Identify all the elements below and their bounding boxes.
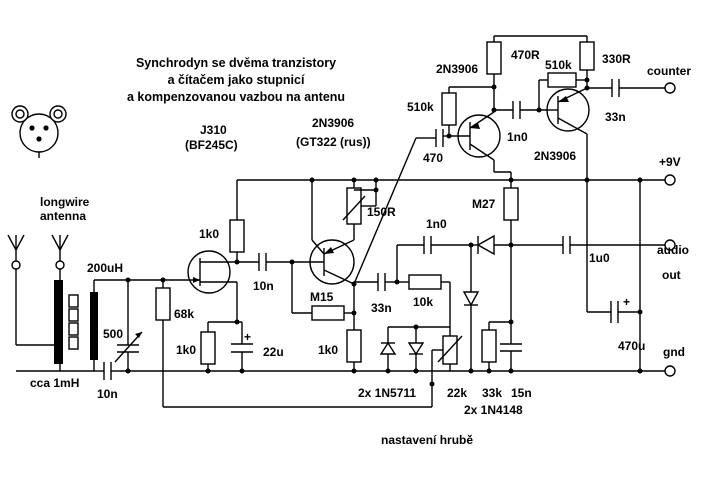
- potentiometer-22k: 22k: [431, 335, 467, 400]
- vplus-label: +9V: [659, 155, 681, 169]
- diodes-1n5711-label: 2x 1N5711: [358, 386, 416, 400]
- cap-10n-coupling: 10n: [237, 253, 292, 293]
- counter-terminal[interactable]: [664, 82, 676, 94]
- cap-22u-label: 22u: [263, 345, 284, 359]
- coil-200uh-label: 200uH: [87, 261, 123, 275]
- diodes-1n4148: 2x 1N4148: [462, 234, 523, 417]
- gnd-terminal[interactable]: [664, 365, 676, 377]
- cap-15n-label: 15n: [511, 386, 532, 400]
- cap-1u0: 1u0: [511, 236, 665, 265]
- pot-22k-label: 22k: [447, 386, 467, 400]
- cap-33n-mid: 33n: [354, 273, 397, 315]
- audio-label-2: out: [662, 268, 681, 282]
- m27-label: M27: [472, 197, 496, 211]
- cap-22u-plus: +: [244, 330, 251, 344]
- cap-33n-top-label: 33n: [605, 110, 626, 124]
- r33k-label: 33k: [482, 386, 502, 400]
- cap-33n-mid-label: 33n: [371, 301, 392, 315]
- cap-470-label: 470: [423, 151, 443, 165]
- cap-1u0-label: 1u0: [589, 251, 610, 265]
- diodes-1n5711: 2x 1N5711: [358, 326, 450, 400]
- cap-22u: + 22u: [231, 322, 284, 371]
- q3-type-label: 2N3906: [436, 62, 478, 76]
- cap-1n0-top-label: 1n0: [507, 130, 528, 144]
- trimmer-150r: 150R: [342, 180, 396, 228]
- resistor-1k0-source: 1k0: [176, 322, 216, 371]
- longwire-antenna: longwire antenna: [7, 195, 90, 346]
- jfet-j310: J310 (BF245C): [163, 123, 238, 294]
- diodes-1n4148-label: 2x 1N4148: [464, 403, 523, 417]
- audio-label-1: audio: [657, 243, 689, 257]
- resistor-1k0-drain: 1k0: [199, 180, 245, 262]
- title-line-1: Synchrodyn se dvěma tranzistory: [136, 56, 336, 70]
- coil-1mh-label: cca 1mH: [30, 376, 79, 390]
- resistor-330r: 330R: [579, 36, 631, 88]
- resistor-33k: 33k: [481, 322, 502, 400]
- cap-15n: 15n: [500, 322, 532, 400]
- resistor-10k: 10k: [397, 274, 451, 336]
- audio-out-terminal[interactable]: [664, 239, 676, 251]
- title-block: Synchrodyn se dvěma tranzistory a čítače…: [127, 56, 345, 104]
- title-line-3: a kompenzovanou vazbou na antenu: [127, 90, 345, 104]
- gnd-label: gnd: [663, 345, 685, 359]
- vcap-500-label: 500: [103, 327, 123, 341]
- r10k-label: 10k: [413, 295, 433, 309]
- resistor-510k-a: 510k: [407, 86, 494, 136]
- cap-1n0-top: 1n0: [494, 101, 546, 144]
- transistor-q3: 2N3906: [436, 62, 501, 161]
- resistor-1k0-emitter: 1k0: [318, 329, 362, 371]
- r68k-label: 68k: [174, 307, 194, 321]
- ferrite-coil-200uh: 200uH: [87, 261, 163, 371]
- bf245c-label: (BF245C): [185, 138, 238, 152]
- trimmer-150r-label: 150R: [367, 205, 396, 219]
- cap-10n-input-label: 10n: [97, 387, 118, 401]
- r1k0-source-label: 1k0: [176, 343, 196, 357]
- resistor-m15: M15: [291, 262, 354, 321]
- cap-470: 470: [423, 129, 449, 165]
- cap-470u: + 470u: [586, 180, 645, 371]
- mouse-logo-icon: [11, 105, 67, 158]
- r1k0-emitter-label: 1k0: [318, 343, 338, 357]
- cap-1n0-mid-label: 1n0: [426, 217, 447, 231]
- cap-470u-label: 470u: [618, 339, 645, 353]
- resistor-510k-b: 510k: [538, 58, 587, 110]
- q4-type-label: 2N3906: [534, 149, 576, 163]
- cap-33n-top: 33n: [587, 79, 665, 124]
- cap-470u-plus: +: [623, 295, 630, 309]
- vplus-terminal[interactable]: [664, 174, 676, 186]
- counter-label: counter: [647, 64, 691, 78]
- cap-10n-coupling-label: 10n: [253, 279, 274, 293]
- resistor-m27: M27: [472, 180, 519, 322]
- ground-rail: gnd: [16, 345, 685, 377]
- r470r-label: 470R: [511, 48, 540, 62]
- cap-10n-input: 10n: [95, 362, 120, 401]
- r510k-b-label: 510k: [545, 58, 572, 72]
- title-line-2: a čítačem jako stupnicí: [168, 73, 305, 87]
- r1k0-drain-label: 1k0: [199, 227, 219, 241]
- transistor-q4: 2N3906: [534, 87, 590, 163]
- coarse-tuning-label: nastavení hrubě: [381, 433, 473, 447]
- q2-equiv-label: (GT322 (rus)): [296, 135, 371, 149]
- longwire-label-2: antenna: [40, 209, 86, 223]
- transistor-q2: 2N3906 (GT322 (rus)): [292, 116, 371, 285]
- supply-rail: +9V: [237, 155, 681, 186]
- variable-cap-500: 500: [103, 280, 143, 371]
- r510k-a-label: 510k: [407, 100, 434, 114]
- m15-label: M15: [310, 290, 334, 304]
- ferrite-coil-1mh: cca 1mH: [30, 280, 79, 390]
- longwire-label-1: longwire: [40, 195, 90, 209]
- q2-type-label: 2N3906: [312, 116, 354, 130]
- resistor-470r: 470R: [486, 35, 587, 75]
- r330r-label: 330R: [602, 52, 631, 66]
- cap-1n0-mid: 1n0: [396, 217, 471, 282]
- j310-label: J310: [200, 123, 227, 137]
